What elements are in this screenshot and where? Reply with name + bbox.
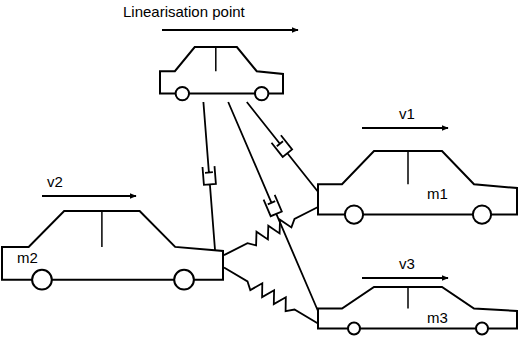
reference-label: Linearisation point [122, 4, 246, 21]
vehicle-car: m2 [2, 210, 224, 292]
car-outline [318, 150, 518, 226]
velocity-arrow [362, 127, 448, 129]
velocity-label: v1 [398, 106, 416, 123]
reference-car: Linearisation point [160, 46, 284, 102]
mass-label: m2 [16, 250, 39, 267]
car-outline [160, 46, 284, 102]
velocity-label: v3 [398, 256, 416, 273]
damper-connector [247, 102, 318, 192]
mass-label: m3 [426, 310, 449, 327]
damper-connector [228, 102, 318, 311]
reference-velocity-arrow [162, 29, 298, 31]
vehicle-car: m3 [318, 286, 518, 336]
vehicle-car: m1 [318, 150, 518, 226]
damper-connector [203, 102, 216, 251]
car-outline [318, 286, 518, 336]
spring-connector [224, 207, 318, 255]
spring-connector [224, 267, 318, 323]
velocity-label: v2 [46, 174, 64, 191]
velocity-arrow [42, 195, 136, 197]
velocity-arrow [362, 277, 448, 279]
mass-label: m1 [426, 186, 449, 203]
